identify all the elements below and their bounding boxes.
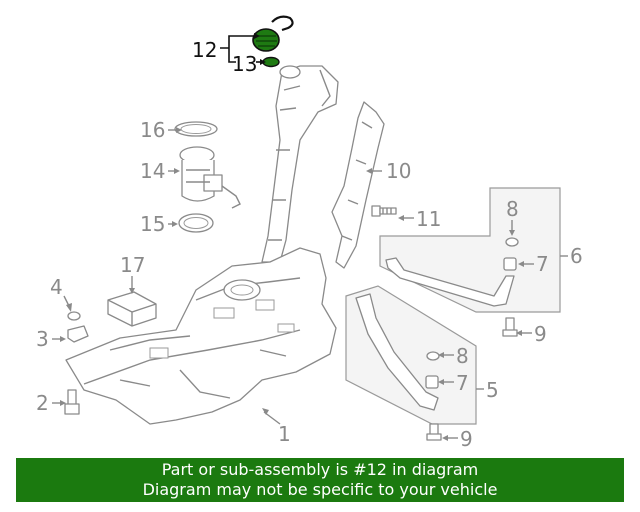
fuel-pump-part-14[interactable] <box>179 146 241 209</box>
fuel-tank-part-1[interactable] <box>65 247 337 425</box>
callout-1: 1 <box>278 422 291 446</box>
clip-part-4[interactable] <box>63 295 81 321</box>
callout-16: 16 <box>140 118 165 142</box>
callout-11: 11 <box>416 207 441 231</box>
retaining-ring-part-16[interactable] <box>174 121 218 137</box>
callout-7-upper: 7 <box>536 252 549 276</box>
bolt-part-2[interactable] <box>64 389 80 415</box>
bolt-part-9-lower[interactable] <box>426 423 442 441</box>
control-module-part-17[interactable] <box>107 291 157 327</box>
callout-17: 17 <box>120 253 145 277</box>
heat-shield-part-10[interactable] <box>331 101 385 269</box>
callout-7-lower: 7 <box>456 371 469 395</box>
callout-15: 15 <box>140 212 165 236</box>
seal-ring-part-15[interactable] <box>178 213 214 233</box>
strap-group-part-5[interactable] <box>345 285 477 425</box>
parts-diagram: 12 13 16 14 15 10 <box>36 15 583 451</box>
callout-13: 13 <box>232 52 257 76</box>
info-banner: Part or sub-assembly is #12 in diagram D… <box>16 458 624 502</box>
callout-6: 6 <box>570 244 583 268</box>
callout-3: 3 <box>36 327 49 351</box>
callout-1-leader <box>263 411 281 425</box>
callout-10: 10 <box>386 159 411 183</box>
callout-5: 5 <box>486 378 499 402</box>
bolt-part-11[interactable] <box>371 205 397 217</box>
banner-line-2: Diagram may not be specific to your vehi… <box>142 480 498 499</box>
nut-part-7-upper[interactable] <box>503 257 517 271</box>
callout-12-bracket <box>220 33 266 65</box>
grommet-part-3[interactable] <box>67 325 89 343</box>
callout-8-lower: 8 <box>456 344 469 368</box>
callout-4: 4 <box>50 275 63 299</box>
callout-9-lower: 9 <box>460 427 473 451</box>
filler-cap-part-12[interactable] <box>252 15 294 68</box>
callout-14: 14 <box>140 159 165 183</box>
nut-part-7-lower[interactable] <box>425 375 439 389</box>
filler-neck[interactable] <box>261 65 339 263</box>
callout-2: 2 <box>36 391 49 415</box>
strap-group-part-6[interactable] <box>379 187 561 313</box>
callout-9-upper: 9 <box>534 322 547 346</box>
callout-12: 12 <box>192 38 217 62</box>
banner-line-1: Part or sub-assembly is #12 in diagram <box>161 460 479 479</box>
washer-part-8-upper[interactable] <box>505 220 519 247</box>
bolt-part-9-upper[interactable] <box>502 317 518 337</box>
washer-part-8-lower[interactable] <box>426 351 440 361</box>
callout-8-upper: 8 <box>506 197 519 221</box>
